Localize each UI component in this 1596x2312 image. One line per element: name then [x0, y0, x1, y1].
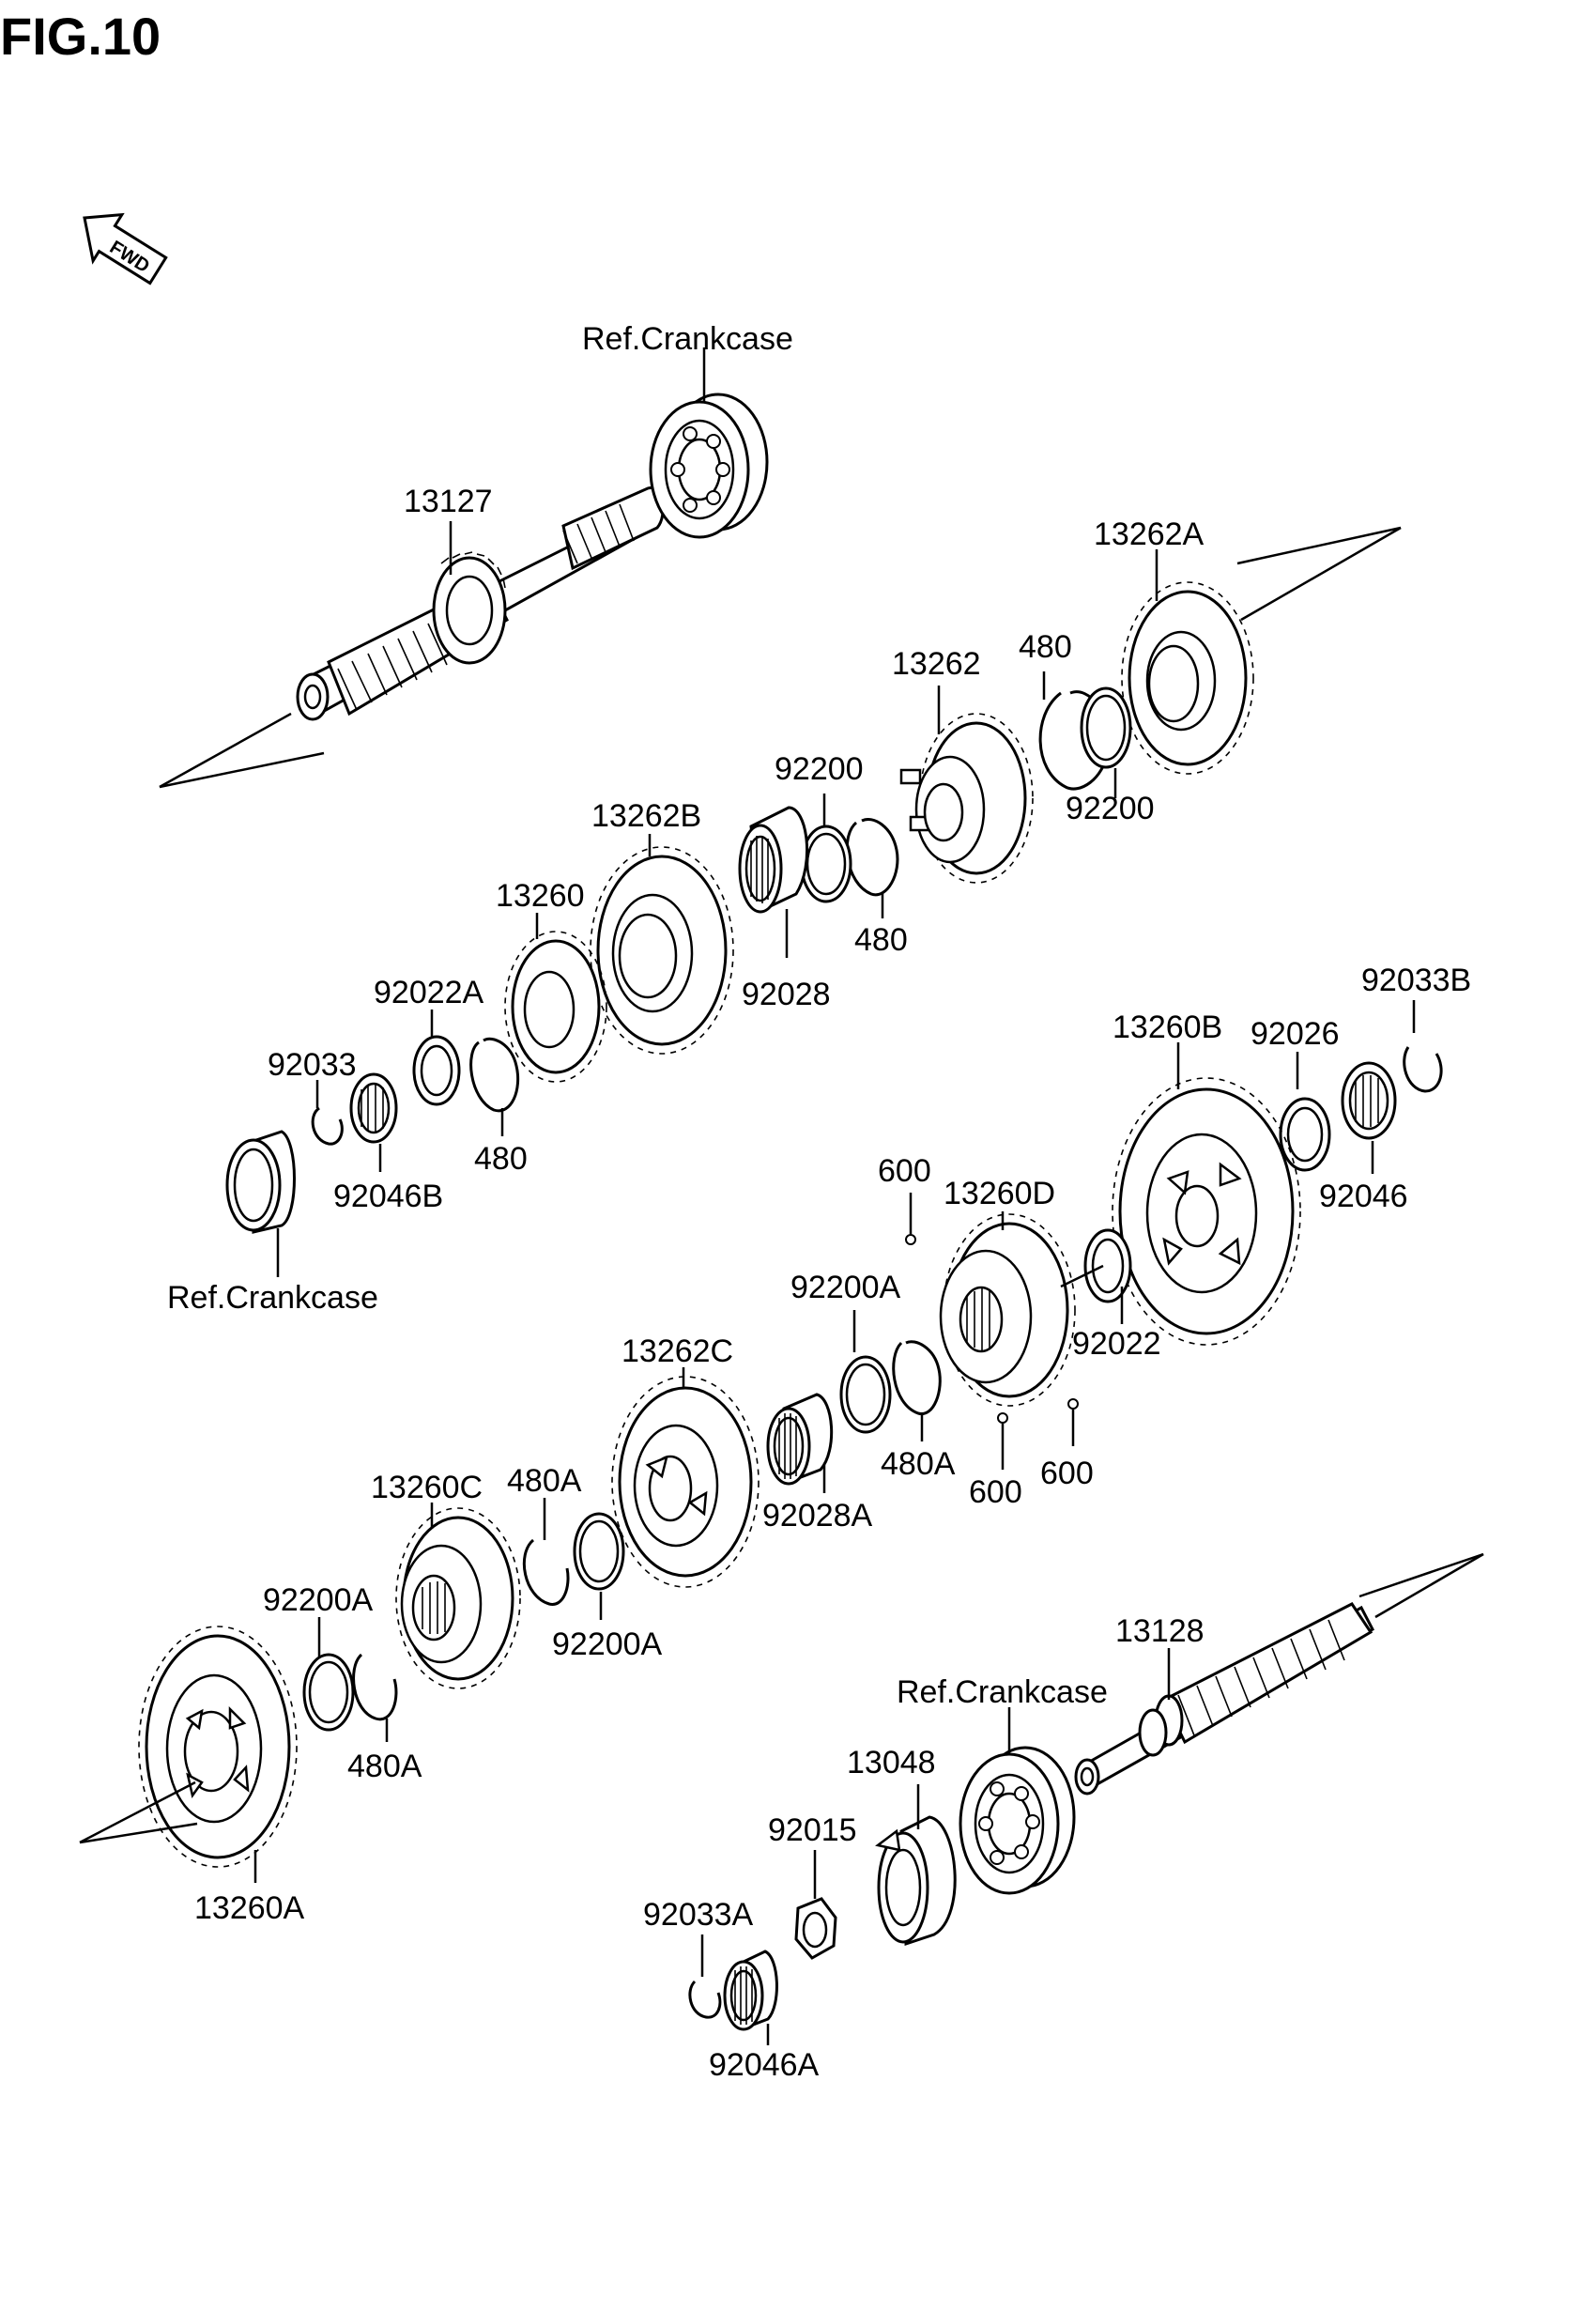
bearing-ref-crankcase-bottom: [959, 1746, 1076, 1895]
snap-ring-92033A: [688, 1980, 722, 2019]
gear-13262C: [611, 1376, 760, 1588]
gear-13260A: [138, 1626, 298, 1868]
snap-ring-92033: [311, 1106, 344, 1146]
gear-13260C: [395, 1507, 521, 1689]
needle-bearing-92046A: [723, 1950, 778, 2031]
gear-13260D: [939, 1213, 1076, 1407]
label-13260: 13260: [496, 878, 585, 914]
label-600-bottom-right: 600: [1040, 1456, 1094, 1491]
washer-92200A-mid: [839, 1355, 892, 1434]
leader-line: [1060, 1264, 1104, 1288]
label-13260D: 13260D: [944, 1176, 1055, 1211]
collar-13048: [875, 1815, 957, 1947]
label-13260C: 13260C: [371, 1470, 483, 1505]
washer-92200-mid: [800, 825, 852, 903]
label-92046A: 92046A: [709, 2047, 820, 2083]
label-13260A: 13260A: [194, 1890, 305, 1926]
needle-bearing-92046: [1341, 1061, 1397, 1140]
axis-line: [79, 1780, 196, 1844]
needle-bearing-92028A: [766, 1393, 834, 1486]
fwd-arrow-icon: FWD: [83, 212, 168, 285]
needle-bearing-92046B: [349, 1072, 398, 1144]
nut-92015: [794, 1897, 837, 1960]
label-ref-crankcase-left: Ref.Crankcase: [167, 1280, 378, 1316]
circlip-480A-upper: [522, 1538, 570, 1606]
label-92200A-lower-left: 92200A: [263, 1582, 374, 1618]
label-92028A: 92028A: [762, 1498, 873, 1534]
gear-13260: [504, 931, 607, 1083]
label-92046: 92046: [1319, 1179, 1408, 1214]
label-13262A: 13262A: [1094, 516, 1205, 552]
washer-92200-top: [1080, 686, 1132, 769]
label-13262B: 13262B: [591, 798, 701, 834]
axis-line: [1358, 1552, 1484, 1598]
label-92015: 92015: [768, 1812, 857, 1848]
bearing-ref-crankcase-top: [649, 393, 769, 539]
label-92200A-mid: 92200A: [790, 1270, 901, 1305]
axis-line: [79, 1822, 198, 1844]
label-ref-crankcase-top: Ref.Crankcase: [582, 321, 793, 357]
circlip-480-lower: [469, 1037, 520, 1113]
label-600-bottom-left: 600: [969, 1474, 1022, 1510]
label-92200-right: 92200: [1066, 791, 1155, 826]
washer-92022A: [412, 1035, 461, 1106]
washer-92022: [1083, 1228, 1132, 1303]
circlip-480A-lower: [352, 1653, 398, 1721]
label-13262: 13262: [892, 646, 981, 682]
axis-line: [1374, 1552, 1484, 1619]
washer-92200A-lower-left: [302, 1653, 355, 1732]
label-480-top: 480: [1019, 629, 1072, 665]
label-13128: 13128: [1115, 1613, 1205, 1649]
output-shaft-13128: [1074, 1602, 1375, 1796]
label-92033: 92033: [268, 1047, 357, 1083]
label-92046B: 92046B: [333, 1179, 443, 1214]
label-13262C: 13262C: [622, 1333, 733, 1369]
circlip-480A-mid: [892, 1340, 942, 1415]
axis-line: [159, 712, 292, 789]
label-92200A-lower-right: 92200A: [552, 1626, 663, 1662]
figure-title: FIG.10: [0, 7, 161, 66]
label-480A-mid: 480A: [881, 1446, 956, 1482]
label-92033B: 92033B: [1361, 963, 1471, 998]
washer-92200A-lower-right: [573, 1512, 625, 1591]
label-480A-upper: 480A: [507, 1463, 582, 1499]
label-600-top: 600: [878, 1153, 931, 1189]
label-480A-lower: 480A: [347, 1749, 422, 1784]
label-92028: 92028: [742, 977, 831, 1012]
gear-13262: [899, 713, 1034, 884]
label-92022: 92022: [1072, 1326, 1161, 1362]
label-480-lower: 480: [474, 1141, 528, 1177]
axis-line: [159, 751, 325, 789]
label-13048: 13048: [847, 1745, 936, 1780]
pin-600-c: [1067, 1398, 1079, 1446]
label-13260B: 13260B: [1113, 1010, 1222, 1045]
label-92022A: 92022A: [374, 975, 484, 1010]
circlip-480-mid: [845, 818, 899, 897]
label-92200-left: 92200: [775, 751, 864, 787]
label-13127: 13127: [404, 484, 493, 519]
pin-600-a: [905, 1193, 916, 1245]
gear-13262A: [1121, 581, 1254, 775]
label-480-mid: 480: [854, 922, 908, 958]
label-92033A: 92033A: [643, 1897, 754, 1933]
label-92026: 92026: [1251, 1016, 1340, 1052]
bearing-ref-crankcase-left: [225, 1130, 296, 1234]
pin-600-b: [997, 1412, 1008, 1470]
gear-13260B: [1112, 1077, 1301, 1346]
label-ref-crankcase-bottom: Ref.Crankcase: [897, 1674, 1108, 1710]
washer-92026: [1279, 1097, 1331, 1172]
snap-ring-92033B: [1403, 1046, 1443, 1093]
input-shaft-13127: [296, 486, 665, 721]
axis-line: [1236, 526, 1402, 565]
needle-bearing-92028: [738, 806, 808, 914]
gear-13262B: [590, 846, 734, 1055]
axis-line: [1240, 526, 1402, 622]
